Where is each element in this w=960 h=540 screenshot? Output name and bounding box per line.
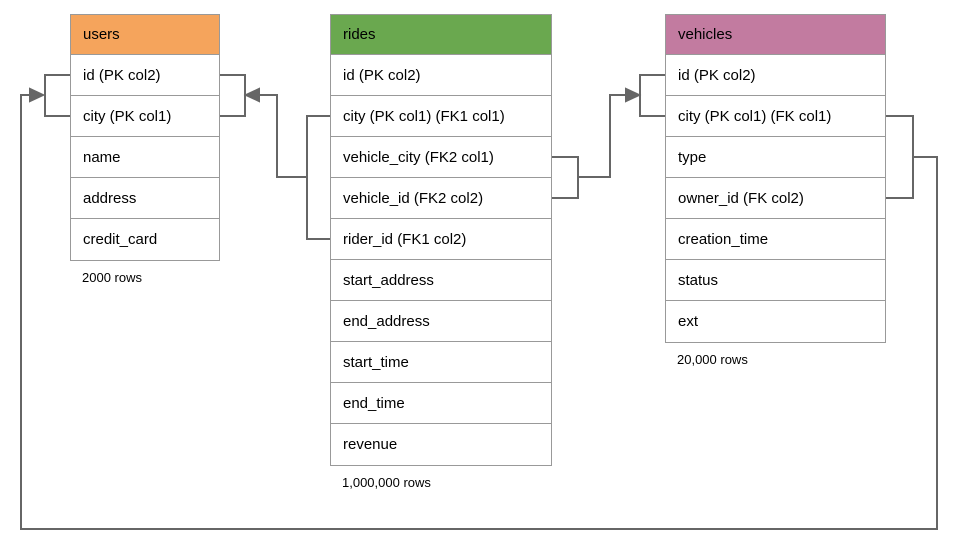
- row-count-vehicles: 20,000 rows: [677, 352, 748, 367]
- connector-rides-vehicles: [552, 74, 665, 199]
- column-row: city (PK col1) (FK1 col1): [331, 96, 551, 137]
- table-vehicles: vehicles id (PK col2) city (PK col1) (FK…: [665, 14, 886, 367]
- table-header-vehicles: vehicles: [666, 15, 885, 55]
- row-count-rides: 1,000,000 rows: [342, 475, 431, 490]
- column-row: id (PK col2): [666, 55, 885, 96]
- column-row: name: [71, 137, 219, 178]
- column-row: vehicle_city (FK2 col1): [331, 137, 551, 178]
- column-row: credit_card: [71, 219, 219, 260]
- column-row: type: [666, 137, 885, 178]
- table-users-box: users id (PK col2) city (PK col1) name a…: [70, 14, 220, 261]
- column-row: city (PK col1): [71, 96, 219, 137]
- arrowhead-icon: [243, 87, 260, 103]
- column-row: status: [666, 260, 885, 301]
- column-row: start_address: [331, 260, 551, 301]
- table-header-rides: rides: [331, 15, 551, 55]
- column-row: address: [71, 178, 219, 219]
- arrowhead-icon: [29, 87, 46, 103]
- column-row: start_time: [331, 342, 551, 383]
- column-row: rider_id (FK1 col2): [331, 219, 551, 260]
- table-rides-box: rides id (PK col2) city (PK col1) (FK1 c…: [330, 14, 552, 466]
- column-row: id (PK col2): [331, 55, 551, 96]
- table-header-users: users: [71, 15, 219, 55]
- table-users: users id (PK col2) city (PK col1) name a…: [70, 14, 220, 285]
- column-row: revenue: [331, 424, 551, 465]
- row-count-users: 2000 rows: [82, 270, 142, 285]
- connector-vehicles-users: [20, 74, 938, 530]
- column-row: city (PK col1) (FK col1): [666, 96, 885, 137]
- table-rides: rides id (PK col2) city (PK col1) (FK1 c…: [330, 14, 552, 490]
- column-row: creation_time: [666, 219, 885, 260]
- column-row: id (PK col2): [71, 55, 219, 96]
- connector-rides-users: [220, 74, 330, 240]
- column-row: end_address: [331, 301, 551, 342]
- column-row: ext: [666, 301, 885, 342]
- column-row: vehicle_id (FK2 col2): [331, 178, 551, 219]
- arrowhead-icon: [625, 87, 642, 103]
- column-row: end_time: [331, 383, 551, 424]
- column-row: owner_id (FK col2): [666, 178, 885, 219]
- table-vehicles-box: vehicles id (PK col2) city (PK col1) (FK…: [665, 14, 886, 343]
